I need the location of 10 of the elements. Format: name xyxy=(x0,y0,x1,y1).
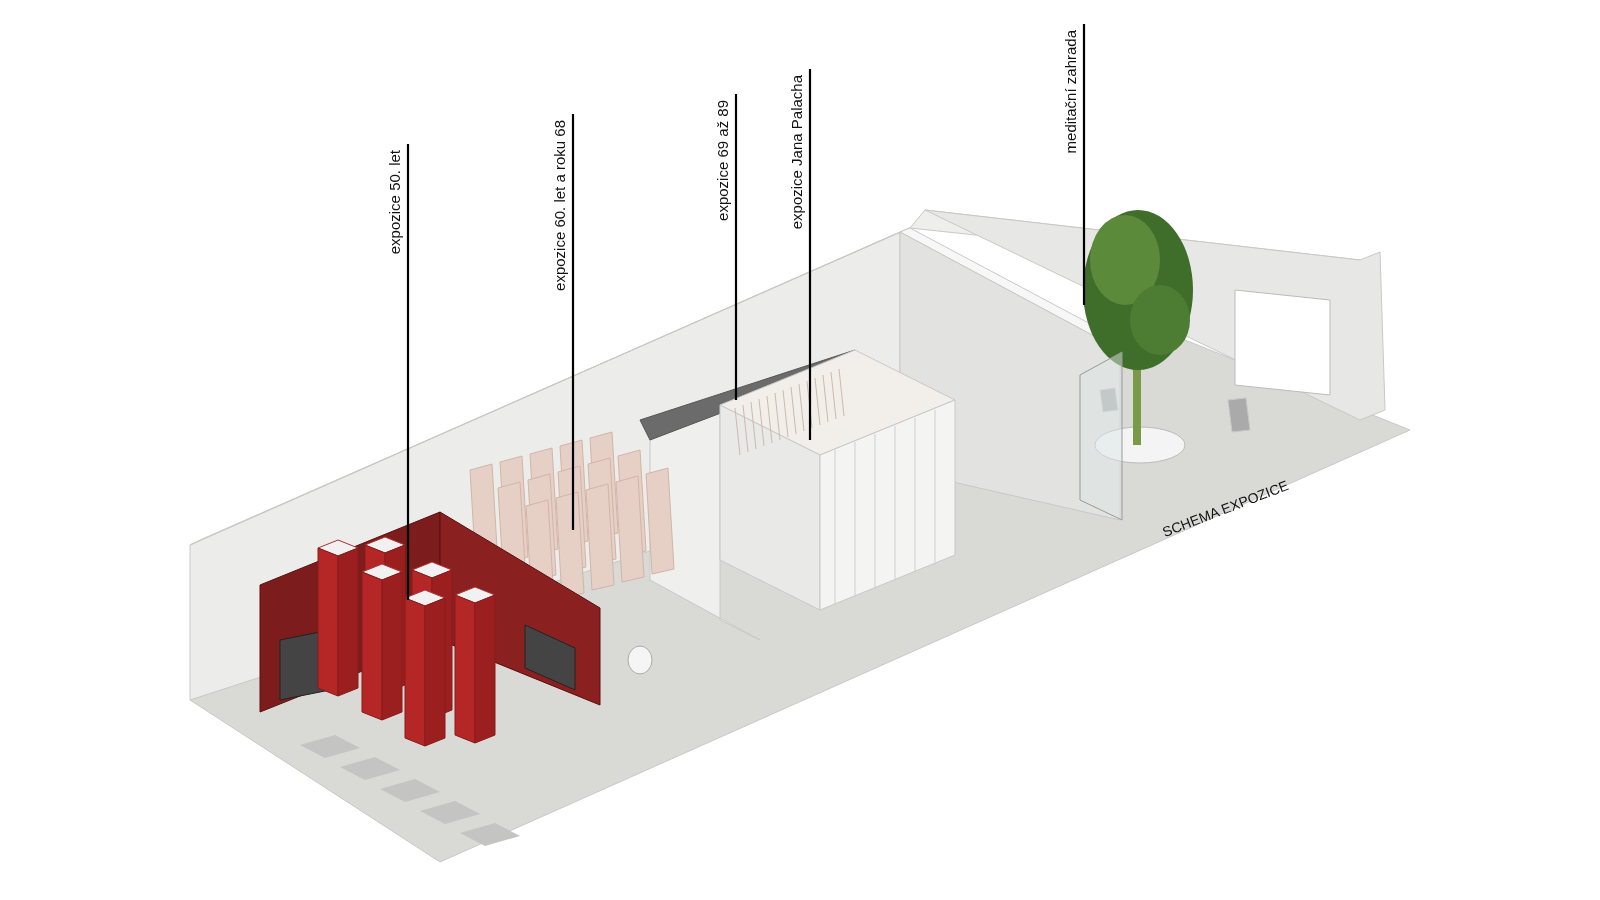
leader-line xyxy=(1082,24,1086,305)
zone-label: expozice Jana Palacha xyxy=(788,75,806,230)
zone-label: expozice 50. let xyxy=(386,150,404,255)
zone-label: meditační zahrada xyxy=(1062,30,1080,154)
zone-label: expozice 60. let a roku 68 xyxy=(551,120,569,291)
leader-line xyxy=(571,114,575,530)
leader-line xyxy=(734,94,738,400)
leader-line xyxy=(808,69,812,440)
leader-line xyxy=(406,144,410,600)
zone-label: expozice 69 až 89 xyxy=(714,100,732,221)
